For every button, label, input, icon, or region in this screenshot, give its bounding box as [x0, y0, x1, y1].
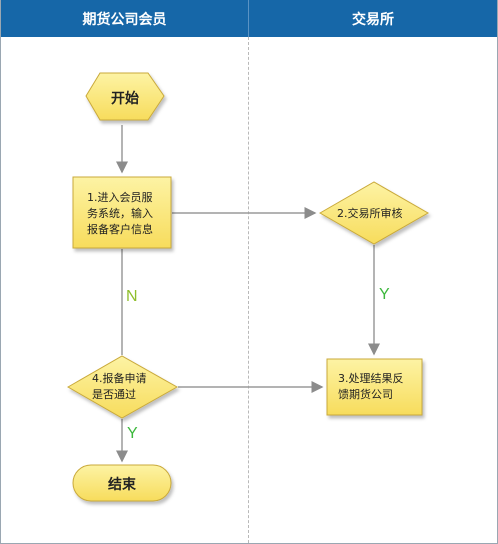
step1-node	[72, 176, 172, 249]
step1-label-line3: 报备客户信息	[87, 223, 153, 236]
lane-header-exchange: 交易所	[249, 0, 497, 37]
step4-label-line1: 4.报备申请	[92, 372, 147, 385]
step1-label-line1: 1.进入会员服	[87, 191, 153, 204]
end-label: 结束	[108, 477, 136, 493]
step3-label-line1: 3.处理结果反	[338, 372, 404, 385]
end-node	[72, 464, 172, 502]
lane-divider	[248, 37, 249, 543]
start-label: 开始	[111, 91, 139, 107]
step1-label-line2: 务系统，输入	[87, 207, 153, 220]
step3-label-line2: 馈期货公司	[338, 388, 393, 401]
yes-branch-label-member: Y	[127, 425, 138, 442]
step4-node	[66, 355, 179, 419]
start-node	[85, 72, 165, 121]
no-branch-label: N	[126, 288, 138, 305]
lane-header-member: 期货公司会员	[1, 0, 249, 37]
step3-node	[326, 358, 423, 416]
yes-branch-label-exchange: Y	[379, 286, 390, 303]
step4-label-line2: 是否通过	[92, 388, 136, 401]
step2-label: 2.交易所审核	[337, 207, 403, 220]
step2-node	[318, 181, 430, 245]
